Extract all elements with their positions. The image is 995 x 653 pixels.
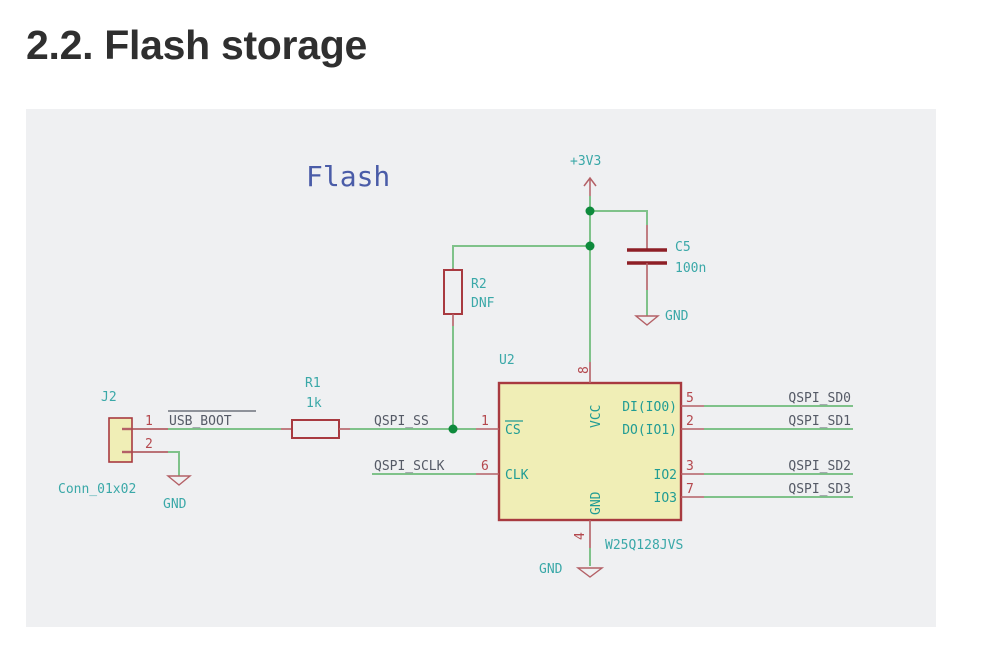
ic-body bbox=[497, 381, 683, 522]
pin-number-do: 2 bbox=[686, 414, 694, 429]
pin-name-gnd: GND bbox=[589, 491, 604, 515]
j2-pin1-number: 1 bbox=[145, 414, 153, 429]
net-label-sd3: QSPI_SD3 bbox=[788, 482, 851, 497]
ground-icon bbox=[166, 475, 192, 486]
pin-name-cs: CS bbox=[505, 423, 521, 438]
connector-body bbox=[108, 417, 133, 463]
r1-ref: R1 bbox=[305, 376, 321, 391]
r2-ref: R2 bbox=[471, 277, 487, 292]
resistor-r2: R2 DNF bbox=[443, 268, 495, 429]
pin-number-cs: 1 bbox=[481, 414, 489, 429]
u2-part: W25Q128JVS bbox=[605, 538, 683, 553]
r2-top-wire bbox=[452, 245, 590, 268]
ic-u2: U2 8 VCC 4 GND GND W25Q128JVS 1 CS 6 CLK… bbox=[476, 353, 704, 578]
capacitor-c5: C5 100n GND bbox=[627, 225, 706, 326]
pin-number-di: 5 bbox=[686, 391, 694, 406]
j2-gnd-label: GND bbox=[163, 497, 187, 512]
ground-icon bbox=[575, 567, 605, 578]
net-label-sclk: QSPI_SCLK bbox=[374, 459, 445, 474]
schematic-image bbox=[26, 109, 936, 627]
pin-name-do: DO(IO1) bbox=[622, 423, 677, 438]
connector-j2: J2 1 2 GND Conn_01x02 bbox=[58, 390, 192, 512]
r2-value: DNF bbox=[471, 296, 495, 311]
r1-value: 1k bbox=[306, 396, 322, 411]
c5-ref: C5 bbox=[675, 240, 691, 255]
pin-number-io3: 7 bbox=[686, 482, 694, 497]
pin-name-io2: IO2 bbox=[654, 468, 677, 483]
resistor-r1: R1 1k bbox=[281, 376, 362, 439]
u2-ref: U2 bbox=[499, 353, 515, 368]
ground-icon bbox=[634, 315, 660, 326]
pin-number-gnd: 4 bbox=[573, 532, 588, 540]
power-net-label: +3V3 bbox=[570, 154, 601, 169]
j2-gnd-wire bbox=[168, 451, 180, 476]
net-label-sd1: QSPI_SD1 bbox=[788, 414, 851, 429]
j2-pin2-number: 2 bbox=[145, 437, 153, 452]
pin-name-clk: CLK bbox=[505, 468, 529, 483]
net-label-usb-boot: USB_BOOT bbox=[169, 414, 232, 429]
power-arrow-icon bbox=[583, 176, 597, 196]
schematic-title: Flash bbox=[306, 160, 390, 193]
pin-name-io3: IO3 bbox=[654, 491, 677, 506]
junction-dot bbox=[448, 424, 458, 434]
j2-value: Conn_01x02 bbox=[58, 482, 136, 497]
j2-ref: J2 bbox=[101, 390, 117, 405]
cap-top-wire bbox=[590, 210, 648, 225]
junction-dot bbox=[585, 241, 595, 251]
section-heading: 2.2. Flash storage bbox=[26, 22, 367, 68]
net-label-ss: QSPI_SS bbox=[374, 414, 429, 429]
c5-value: 100n bbox=[675, 261, 706, 276]
c5-gnd-label: GND bbox=[665, 309, 689, 324]
pin-name-di: DI(IO0) bbox=[622, 400, 677, 415]
pin-name-vcc: VCC bbox=[589, 405, 604, 428]
net-label-sd0: QSPI_SD0 bbox=[788, 391, 851, 406]
junction-dot bbox=[585, 206, 595, 216]
power-3v3-symbol: +3V3 bbox=[570, 154, 601, 196]
net-label-sd2: QSPI_SD2 bbox=[788, 459, 851, 474]
pin-number-vcc: 8 bbox=[577, 366, 592, 374]
u2-gnd-label: GND bbox=[539, 562, 563, 577]
pin-number-clk: 6 bbox=[481, 459, 489, 474]
pin-number-io2: 3 bbox=[686, 459, 694, 474]
